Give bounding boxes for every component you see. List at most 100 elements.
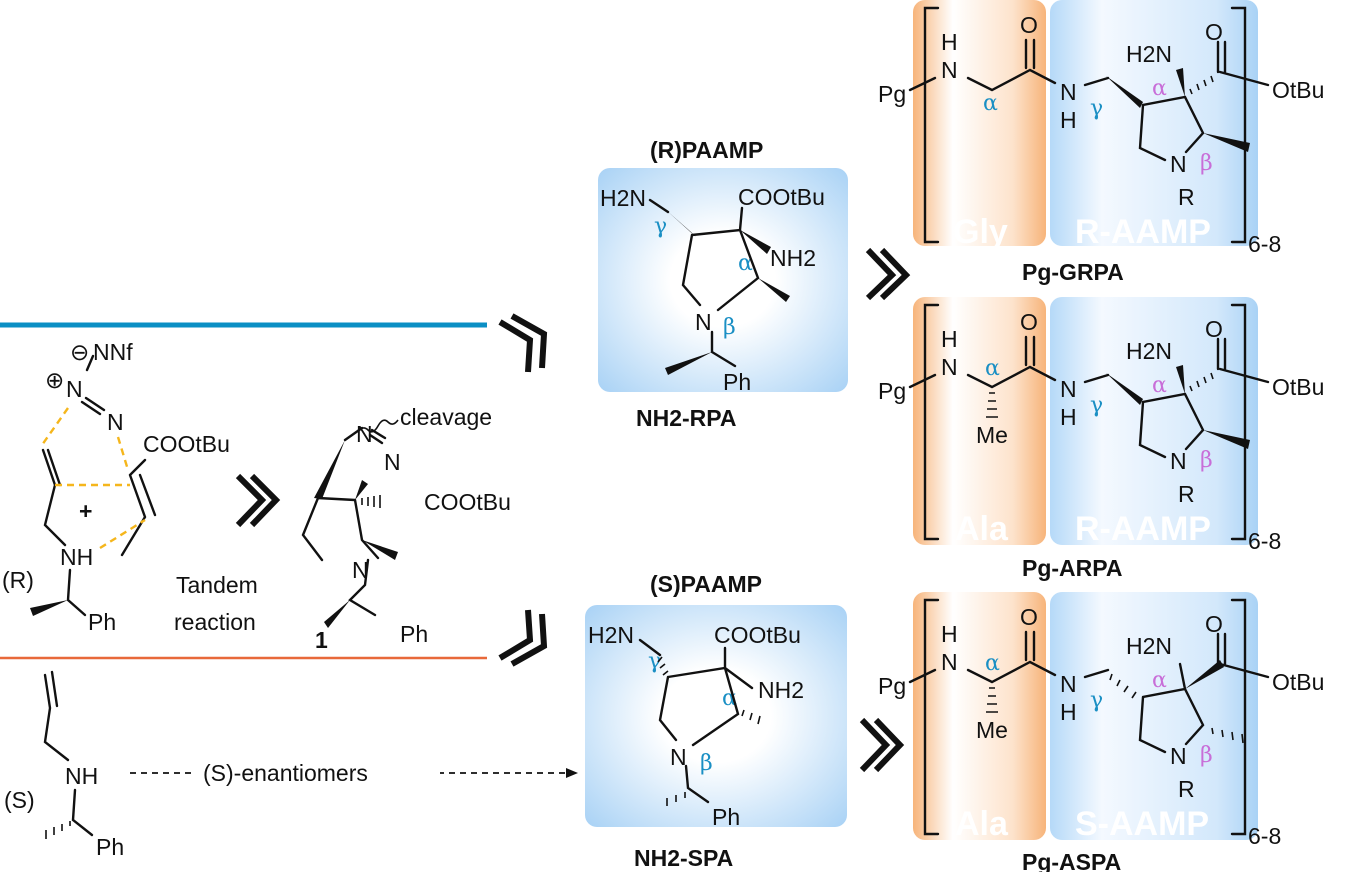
structure-label: N xyxy=(107,409,124,435)
structure-bond xyxy=(41,407,146,550)
structure-label: H xyxy=(1060,699,1077,725)
structure-label: N xyxy=(695,309,712,335)
structure-label: NNf xyxy=(93,339,133,365)
structure-bond xyxy=(740,230,771,254)
highlight-box xyxy=(913,592,1046,840)
structure-label: H xyxy=(941,621,958,647)
structure-label: β xyxy=(1200,151,1213,176)
structure-label: γ xyxy=(654,214,667,239)
structure-label: N xyxy=(941,354,958,380)
structure-label: α xyxy=(1152,373,1167,398)
structure-bond xyxy=(908,630,1270,754)
structure-bond xyxy=(357,419,399,433)
structure-label: N xyxy=(1170,743,1187,769)
structure-bond xyxy=(41,448,67,547)
structure-label: N xyxy=(384,449,401,475)
structure-bond xyxy=(665,352,712,375)
highlight-box xyxy=(1050,592,1258,840)
structure-label: H xyxy=(1060,404,1077,430)
arrow-icon-to-aspa xyxy=(859,717,905,773)
structure-bond xyxy=(758,278,790,302)
structure-bond xyxy=(666,210,696,237)
structure-label: O xyxy=(1020,309,1038,335)
structure-label: H2N xyxy=(1126,633,1172,659)
structure-label: OtBu xyxy=(1272,374,1324,400)
structure-label: NH xyxy=(65,763,98,789)
structure-bond xyxy=(120,458,157,557)
structure-label: COOtBu xyxy=(143,431,230,457)
highlight-box xyxy=(913,0,1046,246)
structure-bond xyxy=(638,638,754,804)
peptide-panel-grpa: Gly R-AAMP 6-8 Pg H N O N H H2N O OtBu N… xyxy=(878,0,1324,257)
arrow-icon-tandem xyxy=(235,473,281,528)
structure-label: R-AAMP xyxy=(1075,510,1211,548)
aamp-r-panel: (R)PAAMP H2N COOtBu NH2 N Ph γ α β xyxy=(598,137,848,395)
structure-bond xyxy=(355,480,368,500)
structure-label: Ph xyxy=(400,621,428,647)
structure-label: (S) xyxy=(4,787,35,813)
structure-label: S-AAMP xyxy=(1075,805,1209,843)
structure-label: H2N xyxy=(588,622,634,648)
structure-bond xyxy=(666,792,686,806)
arrow-icon-to-grpa xyxy=(865,247,911,301)
structure-label: N xyxy=(352,557,369,583)
structure-label: N xyxy=(941,57,958,83)
structure-label: γ xyxy=(1090,688,1103,713)
peptide-name-arpa: Pg-ARPA xyxy=(1022,555,1123,581)
structure-label: Pg xyxy=(878,81,906,107)
enantiomers-label: (S)-enantiomers xyxy=(203,760,368,786)
structure-label: 6-8 xyxy=(1248,528,1281,554)
highlight-box xyxy=(598,168,848,392)
structure-bond xyxy=(45,821,71,839)
structure-bond xyxy=(657,656,669,676)
structure-label: H xyxy=(941,29,958,55)
structure-bond xyxy=(1211,727,1244,744)
highlight-box xyxy=(585,605,847,827)
structure-label: N xyxy=(670,744,687,770)
aamp-s-panel: (S)PAAMP H2N COOtBu NH2 N Ph γ α β xyxy=(585,571,847,830)
structure-label: R-AAMP xyxy=(1075,213,1211,251)
tandem-label-1: Tandem xyxy=(176,572,258,598)
structure-bond xyxy=(908,38,1270,162)
structure-label: O xyxy=(1205,611,1223,637)
structure-bond xyxy=(362,540,398,560)
structure-bond xyxy=(923,6,1247,244)
compound-1-structure: N N cleavage COOtBu N Ph 1 xyxy=(301,404,511,653)
peptide-name-grpa: Pg-GRPA xyxy=(1022,259,1124,285)
structure-label: H xyxy=(941,326,958,352)
peptide-panel-arpa: Ala R-AAMP 6-8 Pg H N O Me N H H2N O OtB… xyxy=(878,297,1324,554)
arrow-icon-down-right xyxy=(498,609,548,667)
structure-bond xyxy=(1109,673,1137,699)
reactant-r-structure: ⊖ NNf ⊕ N N COOtBu + NH (R) Ph xyxy=(2,339,230,635)
structure-bond xyxy=(879,247,911,301)
structure-label: ⊕ xyxy=(45,367,64,393)
structure-bond xyxy=(30,600,68,616)
structure-label: H xyxy=(1060,107,1077,133)
structure-label: H2N xyxy=(600,185,646,211)
structure-label: NH xyxy=(60,544,93,570)
structure-bond xyxy=(43,670,70,762)
structure-bond xyxy=(908,335,1270,459)
peptide-name-aspa: Pg-ASPA xyxy=(1022,849,1121,872)
structure-label: (R) xyxy=(2,567,34,593)
structure-label: γ xyxy=(648,649,661,674)
structure-bond xyxy=(873,717,905,773)
structure-bond xyxy=(71,788,94,837)
structure-bond xyxy=(1189,75,1214,95)
structure-label: N xyxy=(1060,79,1077,105)
structure-label: H2N xyxy=(1126,41,1172,67)
structure-bond xyxy=(1176,68,1185,97)
structure-label: Pg xyxy=(878,673,906,699)
highlight-box xyxy=(1050,297,1258,545)
structure-bond xyxy=(66,568,87,617)
structure-label: β xyxy=(1200,743,1213,768)
structure-bond xyxy=(324,600,350,628)
structure-bond xyxy=(1203,430,1250,449)
structure-bond xyxy=(741,709,761,725)
structure-bond xyxy=(986,392,998,418)
structure-bond xyxy=(510,313,548,369)
structure-label: + xyxy=(79,498,92,524)
structure-label: OtBu xyxy=(1272,669,1324,695)
structure-label: Ph xyxy=(88,609,116,635)
structure-label: Ph xyxy=(723,369,751,395)
